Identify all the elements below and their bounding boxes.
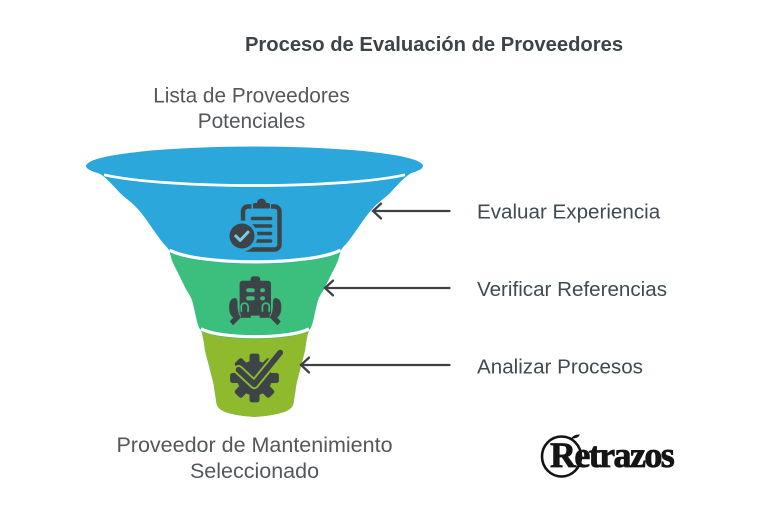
svg-text:Retrazos: Retrazos (550, 435, 675, 475)
svg-text:Potenciales: Potenciales (198, 110, 306, 133)
svg-text:Proveedor de Mantenimiento: Proveedor de Mantenimiento (116, 433, 392, 457)
svg-text:Evaluar Experiencia: Evaluar Experiencia (477, 201, 661, 224)
svg-text:Analizar Procesos: Analizar Procesos (477, 356, 643, 379)
svg-text:Proceso de Evaluación de Prove: Proceso de Evaluación de Proveedores (245, 34, 623, 56)
svg-text:Seleccionado: Seleccionado (190, 459, 319, 483)
svg-text:Lista de Proveedores: Lista de Proveedores (153, 85, 350, 108)
svg-text:Verificar Referencias: Verificar Referencias (477, 278, 667, 301)
